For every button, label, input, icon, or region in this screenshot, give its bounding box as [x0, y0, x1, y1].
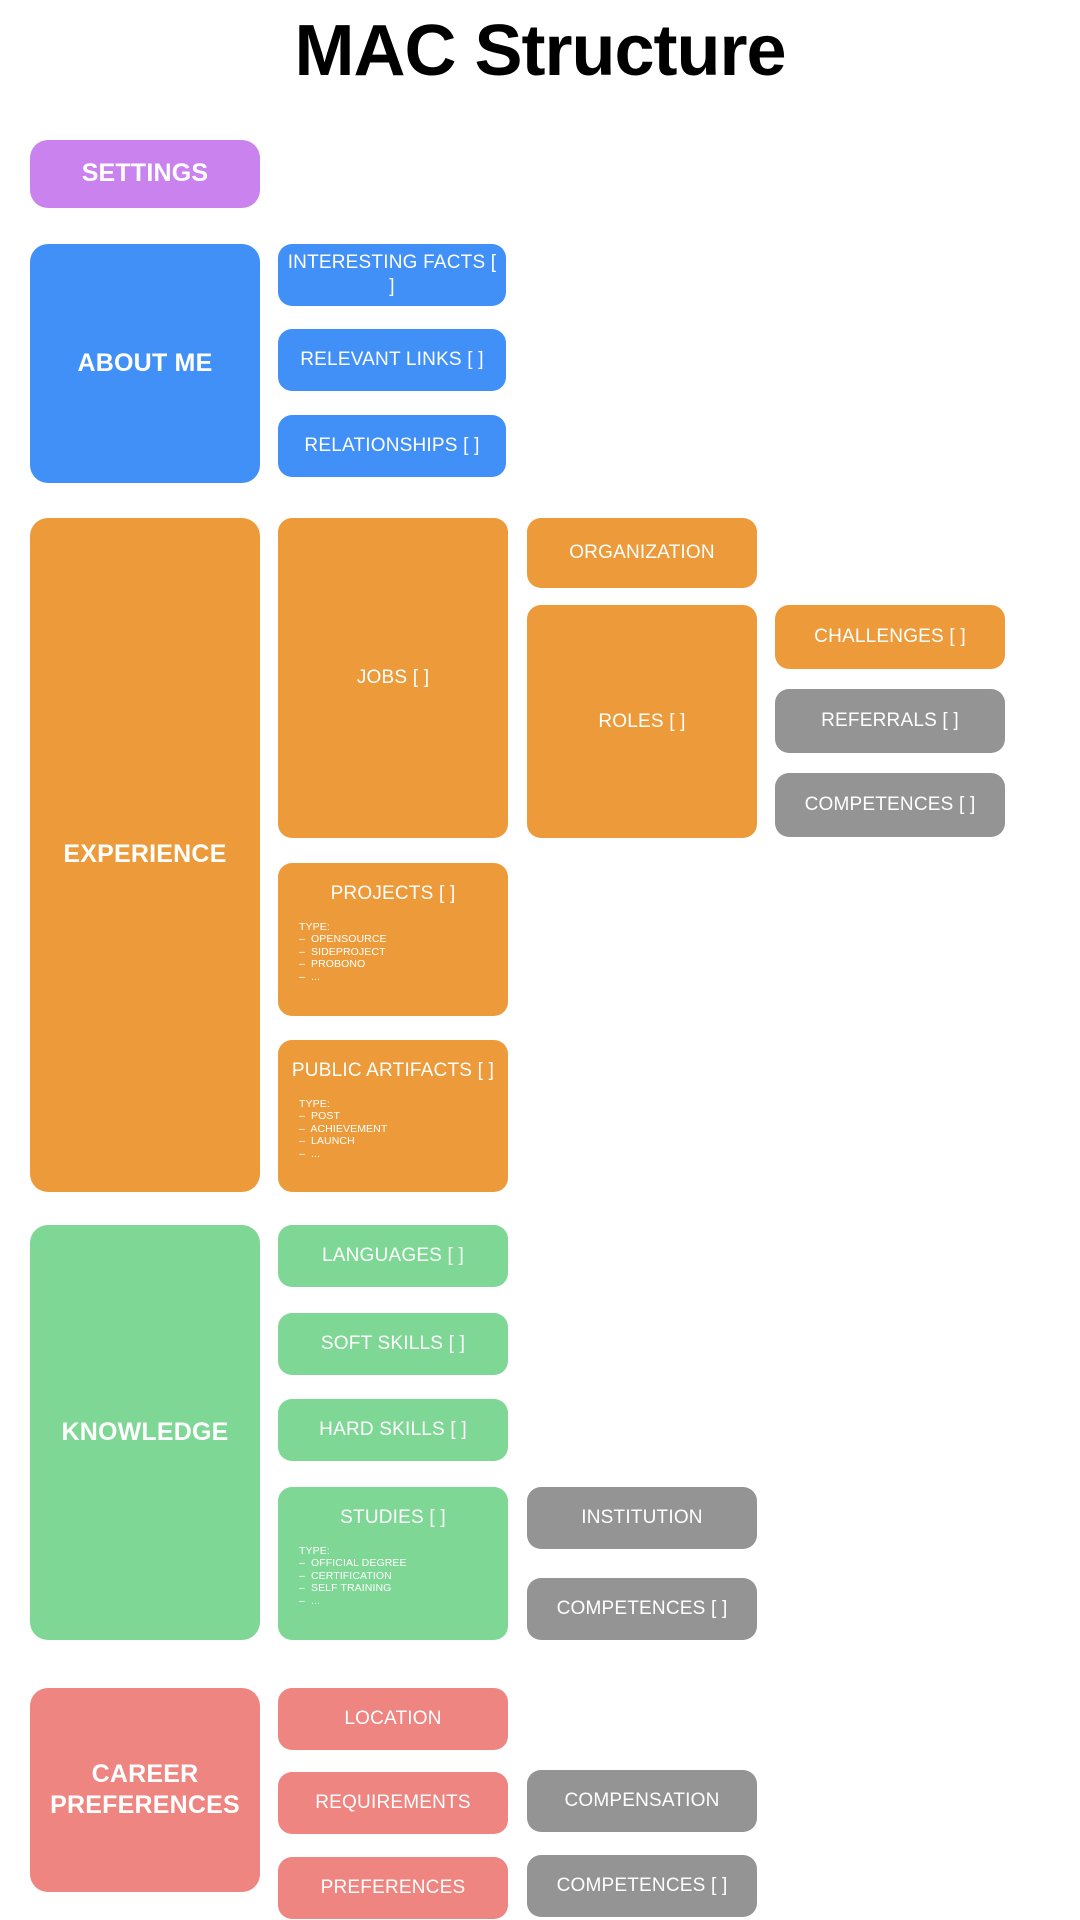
studies-type-list: – OFFICIAL DEGREE – CERTIFICATION – SELF… — [299, 1557, 508, 1607]
node-languages[interactable]: LANGUAGES [ ] — [278, 1225, 508, 1287]
studies-type-label: TYPE: — [299, 1544, 330, 1557]
node-interesting-facts[interactable]: INTERESTING FACTS [ ] — [278, 244, 506, 306]
node-soft-skills[interactable]: SOFT SKILLS [ ] — [278, 1313, 508, 1375]
node-competences-roles[interactable]: COMPETENCES [ ] — [775, 773, 1005, 837]
node-relationships[interactable]: RELATIONSHIPS [ ] — [278, 415, 506, 477]
list-item: – PROBONO — [299, 958, 366, 971]
list-item: – LAUNCH — [299, 1135, 355, 1148]
node-roles[interactable]: ROLES [ ] — [527, 605, 757, 838]
page-title: MAC Structure — [294, 11, 786, 91]
node-public-artifacts-detail: TYPE: – POST – ACHIEVEMENT – LAUNCH – ..… — [278, 1082, 508, 1161]
node-about-me[interactable]: ABOUT ME — [30, 244, 260, 483]
node-preferences[interactable]: PREFERENCES — [278, 1857, 508, 1919]
node-career-preferences-label: CAREER PREFERENCES — [50, 1759, 240, 1822]
node-projects[interactable]: PROJECTS [ ] TYPE: – OPENSOURCE – SIDEPR… — [278, 863, 508, 1016]
projects-type-list: – OPENSOURCE – SIDEPROJECT – PROBONO – .… — [299, 933, 508, 983]
career-preferences-line-1: CAREER — [91, 1759, 199, 1788]
node-knowledge[interactable]: KNOWLEDGE — [30, 1225, 260, 1640]
node-referrals[interactable]: REFERRALS [ ] — [775, 689, 1005, 753]
node-studies-detail: TYPE: – OFFICIAL DEGREE – CERTIFICATION … — [278, 1529, 508, 1608]
node-relevant-links[interactable]: RELEVANT LINKS [ ] — [278, 329, 506, 391]
node-studies-title: STUDIES [ ] — [340, 1507, 446, 1528]
list-item: – POST — [299, 1110, 340, 1123]
list-item: – CERTIFICATION — [299, 1569, 392, 1582]
node-jobs[interactable]: JOBS [ ] — [278, 518, 508, 838]
node-organization[interactable]: ORGANIZATION — [527, 518, 757, 588]
list-item: – SELF TRAINING — [299, 1582, 392, 1595]
projects-type-label: TYPE: — [299, 920, 330, 933]
node-location[interactable]: LOCATION — [278, 1688, 508, 1750]
list-item: – ... — [299, 1594, 321, 1607]
node-career-preferences[interactable]: CAREER PREFERENCES — [30, 1688, 260, 1892]
node-challenges[interactable]: CHALLENGES [ ] — [775, 605, 1005, 669]
list-item: – ACHIEVEMENT — [299, 1122, 388, 1135]
node-projects-detail: TYPE: – OPENSOURCE – SIDEPROJECT – PROBO… — [278, 905, 508, 984]
node-competences-career[interactable]: COMPETENCES [ ] — [527, 1855, 757, 1917]
node-projects-title: PROJECTS [ ] — [330, 883, 456, 904]
list-item: – ... — [299, 970, 321, 983]
list-item: – OFFICIAL DEGREE — [299, 1557, 407, 1570]
career-preferences-line-2: PREFERENCES — [50, 1791, 240, 1819]
node-settings[interactable]: SETTINGS — [30, 140, 260, 208]
node-studies[interactable]: STUDIES [ ] TYPE: – OFFICIAL DEGREE – CE… — [278, 1487, 508, 1640]
node-compensation[interactable]: COMPENSATION — [527, 1770, 757, 1832]
public-artifacts-type-label: TYPE: — [299, 1097, 330, 1110]
list-item: – SIDEPROJECT — [299, 945, 386, 958]
list-item: – ... — [299, 1147, 321, 1160]
node-requirements[interactable]: REQUIREMENTS — [278, 1772, 508, 1834]
node-experience[interactable]: EXPERIENCE — [30, 518, 260, 1192]
node-hard-skills[interactable]: HARD SKILLS [ ] — [278, 1399, 508, 1461]
node-public-artifacts-title: PUBLIC ARTIFACTS [ ] — [291, 1060, 495, 1081]
node-public-artifacts[interactable]: PUBLIC ARTIFACTS [ ] TYPE: – POST – ACHI… — [278, 1040, 508, 1192]
list-item: – OPENSOURCE — [299, 933, 387, 946]
public-artifacts-type-list: – POST – ACHIEVEMENT – LAUNCH – ... — [299, 1110, 508, 1160]
node-competences-studies[interactable]: COMPETENCES [ ] — [527, 1578, 757, 1640]
node-institution[interactable]: INSTITUTION — [527, 1487, 757, 1549]
